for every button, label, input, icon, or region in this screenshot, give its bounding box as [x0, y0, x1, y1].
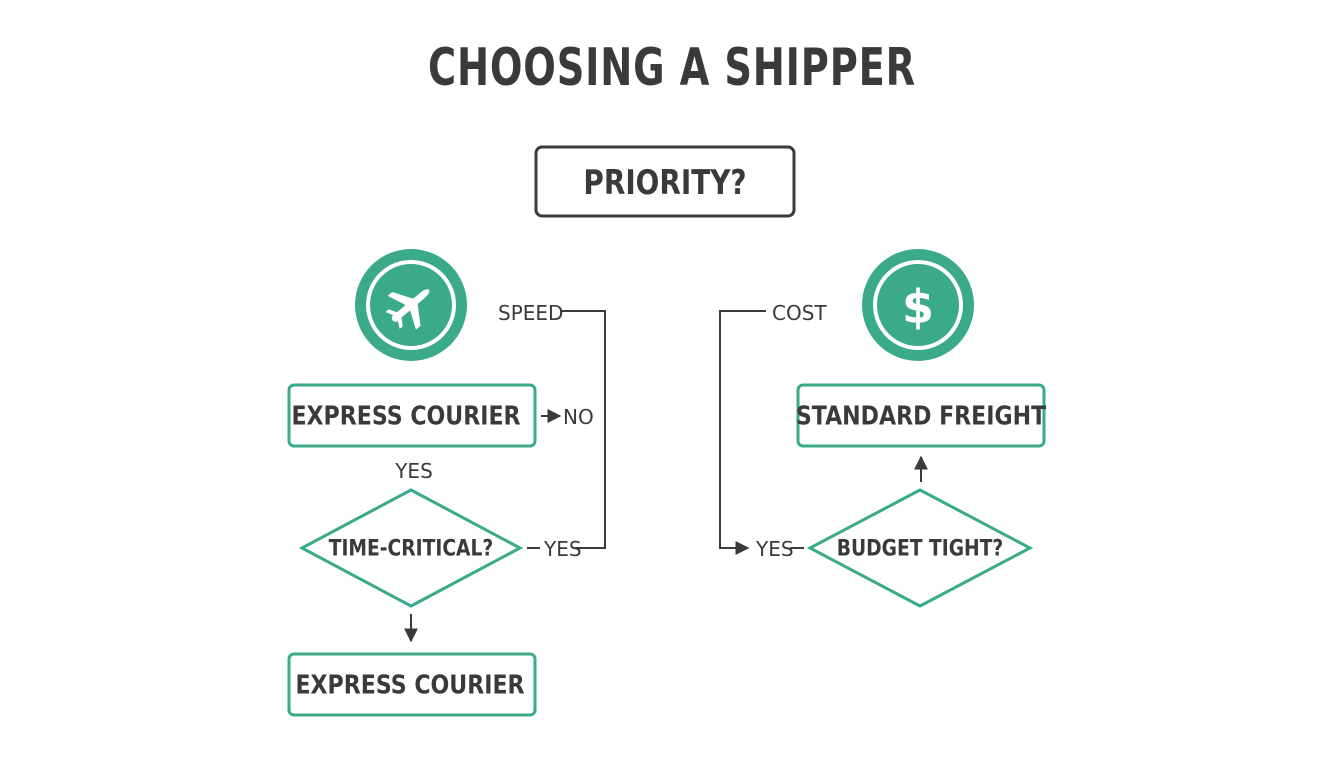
yes-time-critical-right-label: YES — [543, 537, 582, 561]
budget-tight-label: BUDGET TIGHT? — [837, 535, 1004, 561]
budget-tight-node: BUDGET TIGHT? — [806, 488, 1034, 608]
yes-budget-left-label: YES — [755, 537, 794, 561]
speed-connector — [560, 310, 606, 549]
cost-connector — [719, 310, 766, 555]
diagram-title: CHOOSING A SHIPPER — [427, 38, 917, 98]
standard-freight-label: STANDARD FREIGHT — [796, 401, 1047, 431]
yes-above-time-critical-label: YES — [394, 459, 433, 483]
express-courier-bottom-node: EXPRESS COURIER — [287, 652, 537, 717]
time-critical-node: TIME-CRITICAL? — [298, 488, 524, 608]
standard-freight-node: STANDARD FREIGHT — [796, 383, 1047, 448]
priority-node: PRIORITY? — [534, 145, 796, 218]
speed-edge-label: SPEED — [498, 301, 563, 325]
dollar-icon: $ — [862, 249, 974, 361]
express-courier-bottom-label: EXPRESS COURIER — [295, 670, 525, 700]
priority-label: PRIORITY? — [583, 163, 746, 202]
express-courier-top-label: EXPRESS COURIER — [291, 401, 521, 431]
cost-edge-label: COST — [772, 301, 827, 325]
airplane-icon — [355, 249, 467, 361]
svg-text:$: $ — [902, 280, 934, 334]
time-critical-label: TIME-CRITICAL? — [329, 535, 494, 561]
express-courier-top-node: EXPRESS COURIER — [287, 383, 537, 448]
no-edge-label: NO — [563, 405, 594, 429]
